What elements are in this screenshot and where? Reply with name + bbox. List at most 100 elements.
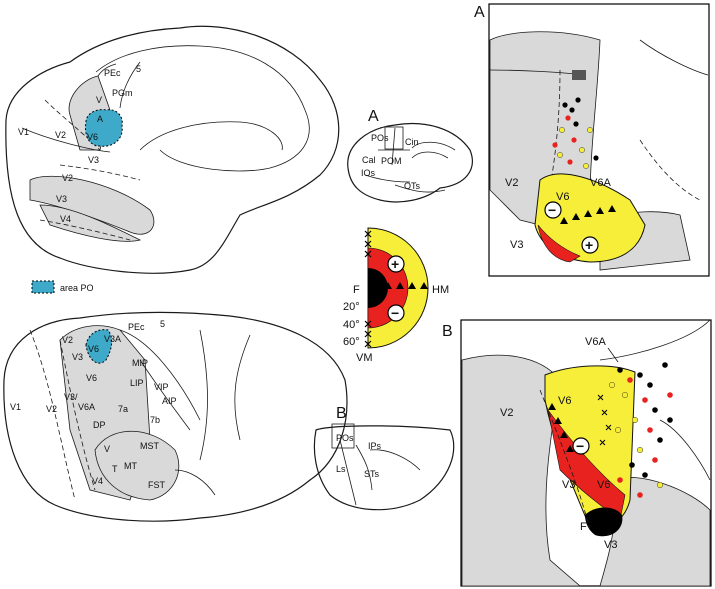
label-pec-dorsal: PEc <box>128 322 145 332</box>
vm-crosses <box>364 230 372 348</box>
panel-a-label-v3: V3 <box>510 239 523 251</box>
label-hm: HM <box>432 284 449 296</box>
label-5-dorsal: 5 <box>160 319 165 329</box>
label-a-medial: A <box>97 114 103 124</box>
dorsal-brain-view: V1 V2 V3 V6 V3A PEc 5 MIP LIP VIP AIP V3… <box>3 311 348 522</box>
small-dorsal-panel-letter: B <box>336 405 347 422</box>
panel-a-triangles <box>560 205 616 224</box>
panel-b-v6a-arrow <box>607 347 619 363</box>
label-v-medial: V <box>96 95 102 105</box>
label-lip-dorsal: LIP <box>130 378 144 388</box>
panel-b-label-v3-bottom: V3 <box>604 539 617 551</box>
panel-b-triangles <box>548 403 574 452</box>
label-v1-medial: V1 <box>18 127 29 137</box>
label-dp-dorsal: DP <box>93 420 106 430</box>
small-medial-label-pos: POs <box>371 133 389 143</box>
lower-field-sign-text: − <box>391 305 399 321</box>
panel-a-recording-sites <box>552 97 599 169</box>
label-v2-dorsal: V2 <box>62 335 73 345</box>
panel-a-lower-sign-text: − <box>548 202 556 218</box>
panel-a: A − + V2 V6A V6 V3 <box>474 3 710 277</box>
small-medial-view: A POs Cin Cal POM IOs OTs <box>347 108 473 203</box>
label-v3a-dorsal: V3A <box>104 334 121 344</box>
hm-triangles <box>384 282 428 289</box>
visual-field-map: + − F HM 20° 40° 60° VM <box>343 227 449 364</box>
label-pec-medial: PEc <box>104 68 121 78</box>
small-medial-panel-letter: A <box>368 108 379 125</box>
label-t-dorsal: T <box>112 464 118 474</box>
legend: area PO <box>31 280 94 294</box>
label-5-medial: 5 <box>136 64 141 74</box>
panel-a-letter: A <box>474 4 485 21</box>
panel-a-upper-sign-text: + <box>585 237 593 253</box>
small-medial-label-ios: IOs <box>361 168 376 178</box>
small-medial-label-cal: Cal <box>362 155 376 165</box>
label-pgm-medial: PGm <box>112 88 133 98</box>
label-fst-dorsal: FST <box>148 480 166 490</box>
label-mst-dorsal: MST <box>140 441 160 451</box>
label-ecc-20: 20° <box>343 301 360 313</box>
small-medial-label-pom: POM <box>381 156 402 166</box>
label-7a-dorsal: 7a <box>118 404 128 414</box>
label-v6-medial: V6 <box>87 132 98 142</box>
panel-a-v6-red <box>537 224 581 263</box>
panel-b-recording-sites <box>609 362 673 498</box>
panel-b-letter: B <box>442 323 453 340</box>
panel-b-label-v3-mid: V3 <box>562 479 575 491</box>
label-v6b-dorsal: V6 <box>86 373 97 383</box>
small-dorsal-label-ips: IPs <box>368 441 382 451</box>
panel-b-label-v6-upper: V6 <box>558 395 571 407</box>
label-mt-dorsal: MT <box>124 461 137 471</box>
label-v4-dorsal: V4 <box>92 476 103 486</box>
label-mip-dorsal: MIP <box>132 358 148 368</box>
panel-b-crosses <box>597 394 612 446</box>
label-v-dorsal: V <box>104 444 110 454</box>
label-v2b-dorsal: V2 <box>46 404 57 414</box>
panel-a-lower-sign <box>544 201 562 219</box>
label-v3-medial: V3 <box>88 155 99 165</box>
panel-b-lower-sign <box>572 437 590 455</box>
label-v2b-medial: V2 <box>62 173 73 183</box>
small-medial-label-ots: OTs <box>404 181 421 191</box>
panel-a-label-v6a: V6A <box>590 177 611 189</box>
field-fovea <box>368 268 388 308</box>
label-aip-dorsal: AIP <box>162 396 177 406</box>
panel-a-label-v6: V6 <box>556 191 569 203</box>
legend-swatch-area-po <box>31 280 55 294</box>
panel-b-label-v6-lower: V6 <box>597 479 610 491</box>
label-v4-medial: V4 <box>60 214 71 224</box>
label-v3-dorsal: V3 <box>72 352 83 362</box>
small-dorsal-label-sts: STs <box>364 469 380 479</box>
panel-b-label-v6a: V6A <box>585 336 606 348</box>
panel-b-lower-sign-text: − <box>576 438 584 454</box>
label-fovea: F <box>353 284 360 296</box>
upper-field-sign-text: + <box>391 256 399 272</box>
area-po-patch-medial <box>85 109 123 147</box>
panel-a-bar <box>572 70 586 80</box>
label-v6-dorsal: V6 <box>88 344 99 354</box>
panel-b-label-v2: V2 <box>500 407 513 419</box>
label-vm: VM <box>356 352 373 364</box>
small-dorsal-label-ls: Ls <box>336 464 346 474</box>
panel-b-fovea <box>585 507 623 537</box>
label-v1-dorsal: V1 <box>10 402 21 412</box>
panel-b: B <box>442 319 712 587</box>
panel-b-label-f: F <box>580 521 587 533</box>
lower-field-sign <box>387 304 405 322</box>
panel-a-upper-sign <box>581 236 599 254</box>
label-7b-dorsal: 7b <box>150 415 160 425</box>
label-v3slash-dorsal: V3/ <box>64 392 78 402</box>
medial-brain-view: V1 V2 V3 V6 A V PEc PGm 5 V2 V3 V4 <box>5 25 340 274</box>
label-ecc-40: 40° <box>343 319 360 331</box>
legend-label-area-po: area PO <box>60 283 94 293</box>
area-po-patch-dorsal <box>85 329 113 364</box>
panel-a-label-v2: V2 <box>505 177 518 189</box>
upper-field-sign <box>387 255 405 273</box>
label-v2-medial: V2 <box>55 130 66 140</box>
label-v3b-medial: V3 <box>56 194 67 204</box>
small-dorsal-view: B POs IPs Ls STs <box>313 405 455 511</box>
small-medial-label-cin: Cin <box>405 137 419 147</box>
small-dorsal-label-pos: POs <box>336 433 354 443</box>
label-ecc-60: 60° <box>343 336 360 348</box>
